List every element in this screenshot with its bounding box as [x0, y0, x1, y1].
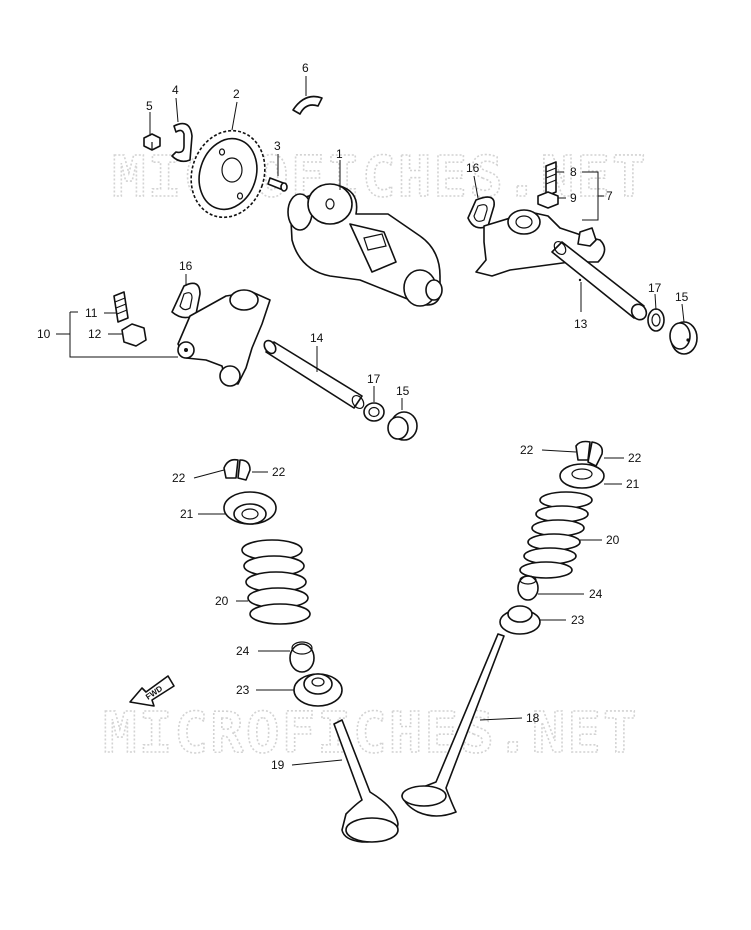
part-6-clip[interactable]: [292, 95, 323, 115]
part-1-camshaft[interactable]: [287, 183, 443, 307]
part-21-retainer-right[interactable]: [559, 463, 605, 489]
callout-17-left: 17: [367, 372, 381, 386]
callout-8: 8: [570, 165, 577, 179]
callout-19: 19: [271, 758, 285, 772]
callout-9: 9: [570, 191, 577, 205]
callout-22-left-b: 22: [272, 465, 286, 479]
part-3-pin[interactable]: [267, 177, 288, 192]
callout-20-right: 20: [606, 533, 620, 547]
callout-24-right: 24: [589, 587, 603, 601]
callout-15-left: 15: [396, 384, 410, 398]
part-24-oil-seal-left[interactable]: [289, 641, 315, 673]
callout-16-left: 16: [179, 259, 193, 273]
part-15-cap-right[interactable]: [669, 321, 698, 355]
callout-4: 4: [172, 83, 179, 97]
part-9-nut[interactable]: [537, 191, 559, 209]
callout-15-right: 15: [675, 290, 689, 304]
callout-22-right-b: 22: [628, 451, 642, 465]
callout-16-right: 16: [466, 161, 480, 175]
part-2-sprocket[interactable]: [180, 121, 276, 227]
callout-14: 14: [310, 331, 324, 345]
part-20-spring-right[interactable]: [519, 491, 593, 579]
part-14-rocker-shaft[interactable]: [262, 338, 366, 410]
callout-21-left: 21: [180, 507, 194, 521]
watermark-bottom: MICROFICHES.NET: [103, 701, 639, 766]
leader-lines: [56, 76, 685, 766]
callout-18: 18: [526, 711, 540, 725]
part-21-retainer-left[interactable]: [223, 491, 277, 525]
part-8-adjust-screw[interactable]: [545, 161, 557, 197]
part-19-exhaust-valve[interactable]: [333, 719, 399, 843]
part-22-cotter-left[interactable]: [223, 458, 251, 481]
callout-22-left-a: 22: [172, 471, 186, 485]
callout-3: 3: [274, 139, 281, 153]
callout-6: 6: [302, 61, 309, 75]
part-18-intake-valve[interactable]: [401, 633, 505, 817]
callout-10: 10: [37, 327, 51, 341]
part-5-bolt[interactable]: [143, 133, 161, 151]
callout-7: 7: [606, 189, 613, 203]
part-23-spring-seat-right[interactable]: [499, 605, 541, 635]
part-4-clip[interactable]: [171, 122, 193, 163]
part-10-rocker-arm-left[interactable]: [177, 289, 271, 387]
callout-23-right: 23: [571, 613, 585, 627]
part-12-nut[interactable]: [121, 323, 147, 347]
callout-12: 12: [88, 327, 102, 341]
part-22-cotter-right[interactable]: [575, 440, 604, 467]
part-23-spring-seat-left[interactable]: [293, 673, 343, 707]
part-20-spring-left[interactable]: [241, 539, 311, 625]
part-17-washer-left[interactable]: [363, 402, 385, 422]
callout-13: 13: [574, 317, 588, 331]
part-15-cap-left[interactable]: [387, 411, 418, 441]
part-13-rocker-shaft[interactable]: [551, 239, 649, 322]
callout-23-left: 23: [236, 683, 250, 697]
callout-2: 2: [233, 87, 240, 101]
callout-17-right: 17: [648, 281, 662, 295]
part-16-oring-right[interactable]: [467, 196, 495, 229]
callout-22-right-a: 22: [520, 443, 534, 457]
callout-5: 5: [146, 99, 153, 113]
callout-24-left: 24: [236, 644, 250, 658]
callout-20-left: 20: [215, 594, 229, 608]
callout-1: 1: [336, 147, 343, 161]
part-24-oil-seal-right[interactable]: [517, 575, 539, 601]
callout-21-right: 21: [626, 477, 640, 491]
callout-11: 11: [85, 306, 98, 320]
part-17-washer-right[interactable]: [647, 308, 665, 332]
callout-numbers: 6 4 5 2 3 1 16 8 9 7 13 17 15 16 11 12 1…: [37, 61, 689, 772]
part-11-adjust-screw[interactable]: [113, 291, 129, 323]
